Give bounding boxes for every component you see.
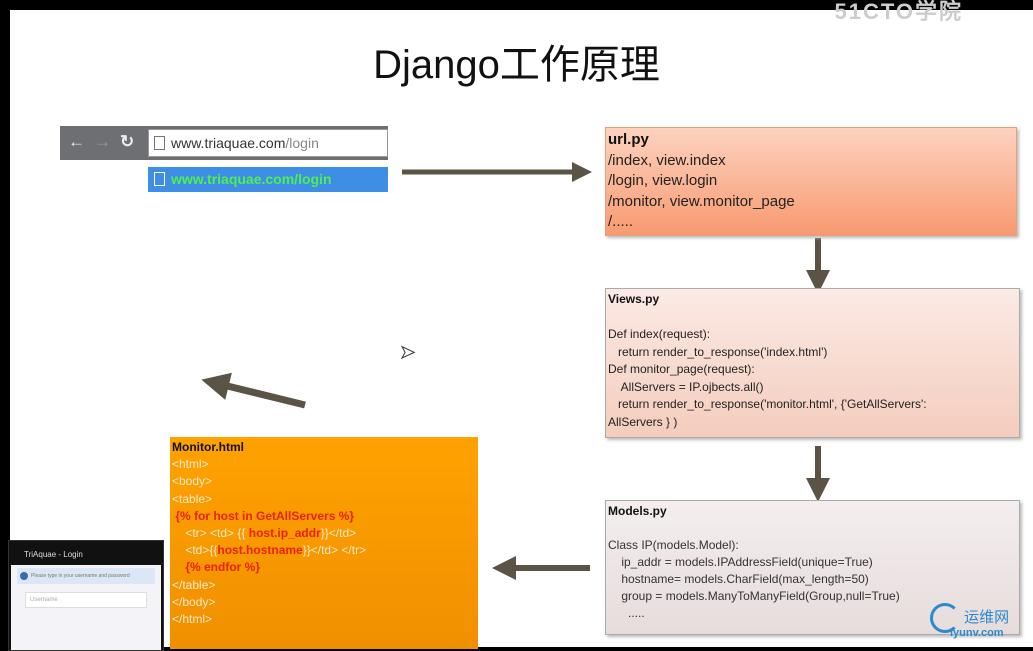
code-line: <body> xyxy=(172,474,213,489)
login-window: TriAquae - Login Please type in your use… xyxy=(8,540,164,651)
code-line: <td>{{host.hostname}}</td> </tr> xyxy=(172,542,478,559)
url-line: /..... xyxy=(608,213,634,230)
info-icon xyxy=(20,572,28,580)
code-line: </table> xyxy=(172,577,216,592)
login-window-title: TriAquae - Login xyxy=(24,550,83,559)
username-input[interactable]: Username xyxy=(25,592,147,608)
forward-icon[interactable]: → xyxy=(94,132,111,151)
models-code: Class IP(models.Model): ip_addr = models… xyxy=(608,538,900,620)
code-var: host.ip_addr xyxy=(248,526,321,541)
url-box-title: url.py xyxy=(608,131,649,148)
code-line: <tr> <td> {{ host.ip_addr}}</td> xyxy=(172,525,478,542)
url-line: /index, view.index xyxy=(608,151,726,169)
suggestion-text: www.triaquae.com/login xyxy=(171,171,332,187)
back-icon[interactable]: ← xyxy=(68,132,85,151)
code-part: <td>{{ xyxy=(172,543,218,558)
code-line: {% for host in GetAllServers %} xyxy=(172,508,355,523)
code-part: }}</td> xyxy=(320,526,357,541)
url-line: /monitor, view.monitor_page xyxy=(608,192,795,210)
monitor-html-box: Monitor.html <html> <body> <table> {% fo… xyxy=(170,437,478,649)
url-line: /login, view.login xyxy=(608,172,718,189)
code-line: {% endfor %} xyxy=(172,560,261,575)
slide-title: Django工作原理 xyxy=(373,43,660,87)
url-text: www.triaquae.com xyxy=(171,135,286,151)
mouse-cursor-icon: ➤ xyxy=(399,342,416,363)
code-var: host.hostname xyxy=(217,543,303,558)
code-line: </body> xyxy=(172,594,216,609)
code-part: }}</td> </tr> xyxy=(302,543,367,558)
code-line: </html> xyxy=(172,612,213,627)
code-line: <table> xyxy=(172,491,213,506)
views-code: Def index(request): return render_to_res… xyxy=(608,327,927,429)
page-icon xyxy=(154,136,165,150)
url-suggestion[interactable]: www.triaquae.com/login xyxy=(148,167,388,192)
address-bar[interactable]: www.triaquae.com/login xyxy=(148,129,388,157)
url-suffix: /login xyxy=(285,135,319,151)
info-text: Please type in your username and passwor… xyxy=(31,573,130,579)
browser-toolbar: ← → ↻ www.triaquae.com/login xyxy=(60,126,388,160)
views-py-box: Views.py Def index(request): return rend… xyxy=(605,288,1020,438)
page-icon xyxy=(154,172,165,186)
reload-icon[interactable]: ↻ xyxy=(120,132,135,151)
login-info: Please type in your username and passwor… xyxy=(17,568,155,584)
logo-text: 运维网 xyxy=(964,608,1010,626)
monitor-box-title: Monitor.html xyxy=(172,440,244,454)
logo-icon xyxy=(930,603,960,633)
models-box-title: Models.py xyxy=(608,504,667,518)
watermark: 51CTO学院 xyxy=(834,0,963,24)
views-box-title: Views.py xyxy=(608,292,660,306)
arrow-monitor-to-browser xyxy=(201,372,306,409)
url-py-box: url.py /index, view.index /login, view.l… xyxy=(605,127,1017,236)
code-part: <tr> <td> {{ xyxy=(172,526,249,541)
logo-sub: iyunv.com xyxy=(950,627,1004,639)
code-line: <html> xyxy=(172,457,209,472)
